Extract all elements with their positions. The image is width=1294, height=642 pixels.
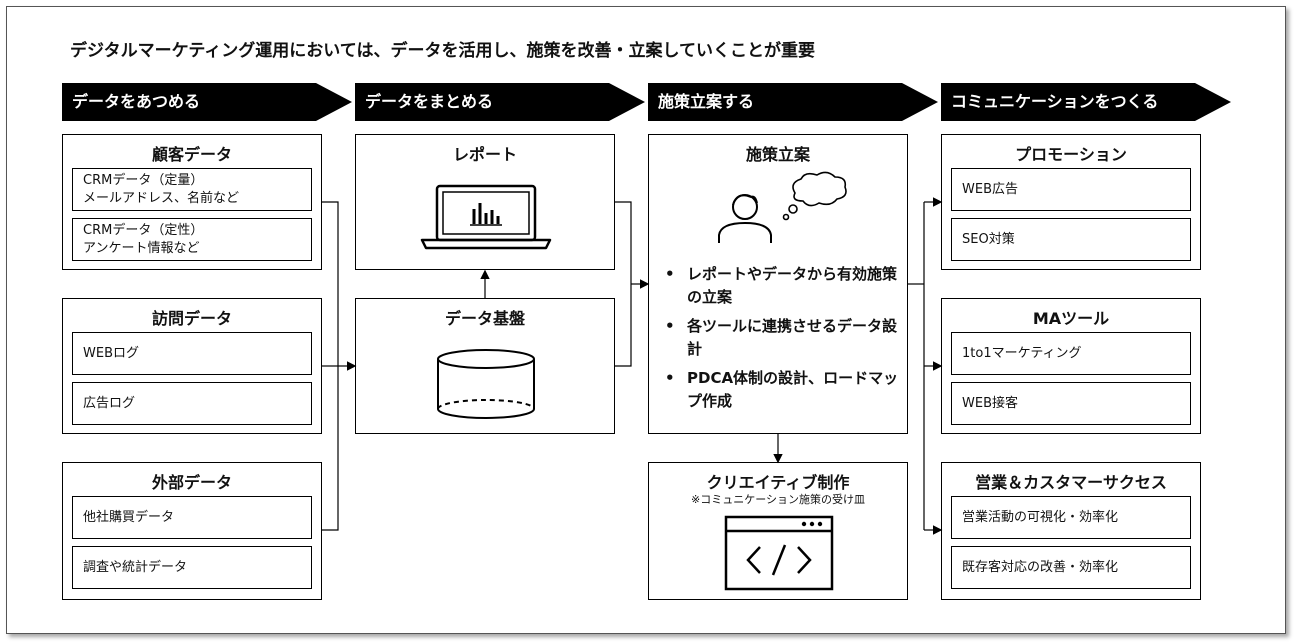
creative-note: ※コミュニケーション施策の受け皿 (691, 493, 865, 506)
survey-data-item: 調査や統計データ (72, 546, 312, 589)
sales-cs-box: 営業＆カスタマーサクセス 営業活動の可視化・効率化 既存客対応の改善・効率化 (941, 462, 1201, 600)
sales-cs-title: 営業＆カスタマーサクセス (975, 473, 1167, 492)
web-engagement-item: WEB接客 (951, 382, 1191, 425)
one-to-one-marketing-item: 1to1マーケティング (951, 332, 1191, 375)
banner-communicate: コミュニケーションをつくる (941, 83, 1231, 121)
planning-box: 施策立案 • レポートやデータから有効施策の立案 • 各ツールに連携させるデータ設計… (648, 134, 908, 434)
database-icon (437, 349, 535, 419)
web-ads-item: WEB広告 (951, 168, 1191, 211)
banner-collect: データをあつめる (62, 83, 352, 121)
crm-qualitative-detail: アンケート情報など (83, 240, 200, 256)
creative-box: クリエイティブ制作 ※コミュニケーション施策の受け皿 (648, 462, 908, 600)
creative-title: クリエイティブ制作 (706, 473, 850, 492)
planning-bullets: • レポートやデータから有効施策の立案 • 各ツールに連携させるデータ設計 • PDC… (665, 263, 901, 419)
bullet-marker: • (665, 369, 675, 387)
person-thinking-icon (718, 171, 847, 243)
banner-organize: データをまとめる (355, 83, 645, 121)
bullet-text: 各ツールに連携させるデータ設計 (687, 317, 898, 358)
crm-qualitative-label: CRMデータ（定性） (83, 222, 204, 238)
banner-plan: 施策立案する (648, 83, 938, 121)
external-data-box: 外部データ 他社購買データ 調査や統計データ (62, 462, 322, 600)
visit-data-box: 訪問データ WEBログ 広告ログ (62, 298, 322, 434)
bullet-marker: • (665, 317, 675, 335)
report-title: レポート (452, 145, 517, 164)
sales-visualization-item: 営業活動の可視化・効率化 (951, 496, 1191, 539)
ad-log-item: 広告ログ (72, 382, 312, 425)
crm-qualitative-item: CRMデータ（定性） アンケート情報など (72, 218, 312, 261)
external-data-title: 外部データ (151, 473, 232, 492)
web-log-item: WEBログ (72, 332, 312, 375)
customer-handling-item: 既存客対応の改善・効率化 (951, 546, 1191, 589)
data-platform-title: データ基盤 (444, 309, 525, 328)
headline: デジタルマーケティング運用においては、データを活用し、施策を改善・立案していくこ… (70, 41, 815, 61)
planning-title: 施策立案 (745, 145, 810, 164)
crm-quantitative-item: CRMデータ（定量） メールアドレス、名前など (72, 168, 312, 211)
customer-data-box: 顧客データ CRMデータ（定量） メールアドレス、名前など CRMデータ（定性）… (62, 134, 322, 270)
bullet-item: • レポートやデータから有効施策の立案 (665, 263, 901, 309)
organize-bracket (615, 201, 632, 367)
crm-quantitative-detail: メールアドレス、名前など (83, 190, 240, 206)
visit-data-title: 訪問データ (151, 309, 232, 328)
bullet-marker: • (665, 265, 675, 283)
report-box: レポート (355, 134, 615, 270)
crm-quantitative-label: CRMデータ（定量） (83, 172, 204, 188)
customer-data-title: 顧客データ (151, 145, 232, 164)
laptop-chart-icon (420, 184, 552, 250)
ma-tool-title: MAツール (1032, 309, 1110, 328)
code-window-icon (724, 515, 834, 591)
bullet-text: レポートやデータから有効施策の立案 (687, 265, 898, 306)
seo-item: SEO対策 (951, 218, 1191, 261)
purchase-data-item: 他社購買データ (72, 496, 312, 539)
bullet-text: PDCA体制の設計、ロードマップ作成 (687, 369, 899, 410)
bullet-item: • 各ツールに連携させるデータ設計 (665, 315, 901, 361)
bullet-item: • PDCA体制の設計、ロードマップ作成 (665, 367, 901, 413)
promotion-title: プロモーション (1015, 145, 1127, 164)
data-platform-box: データ基盤 (355, 298, 615, 434)
promotion-box: プロモーション WEB広告 SEO対策 (941, 134, 1201, 270)
